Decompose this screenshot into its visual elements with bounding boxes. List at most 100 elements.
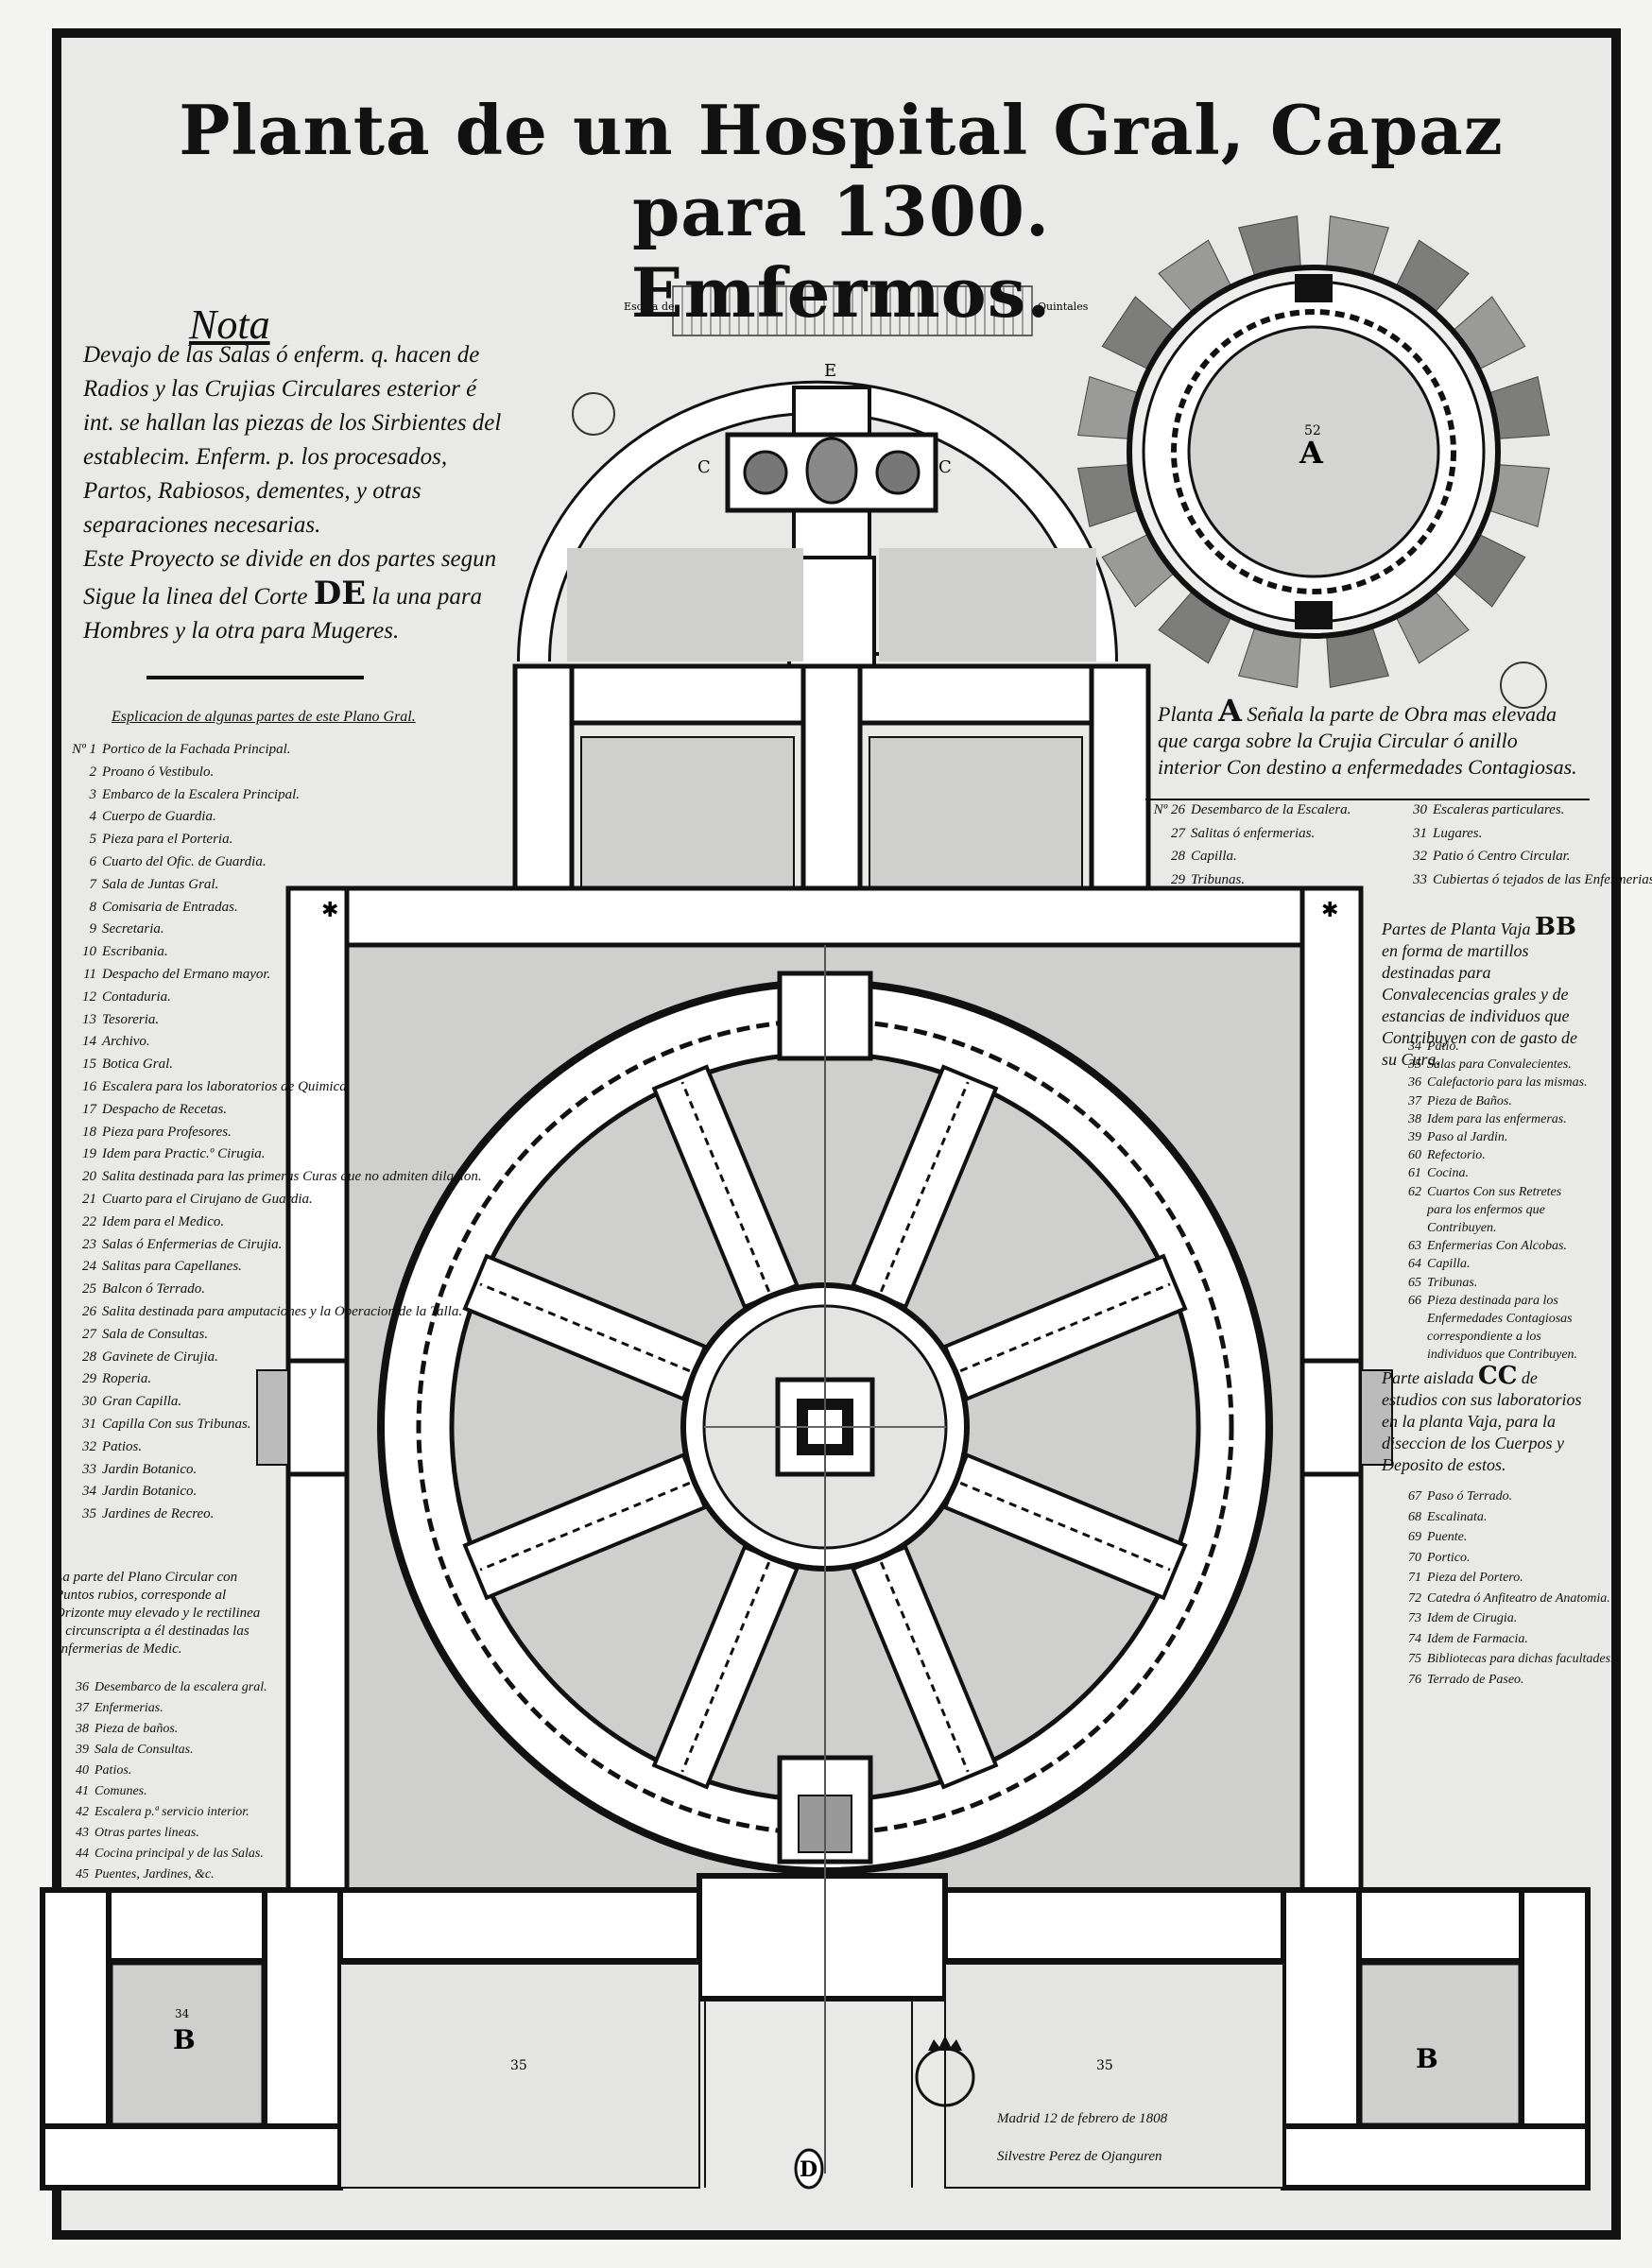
- star-right-icon: ✱: [1321, 899, 1338, 922]
- legend-text: Comisaria de Entradas.: [102, 899, 238, 915]
- legend-number: 41: [76, 1784, 89, 1798]
- legend-number: 74: [1408, 1631, 1421, 1646]
- legend-number: 27: [82, 1326, 96, 1342]
- legend-number: 30: [82, 1394, 96, 1410]
- bb-text: en forma de martillos destinadas para Co…: [1382, 941, 1577, 1069]
- legend-text: Enfermerias.: [95, 1701, 163, 1715]
- legend-text: Patios.: [102, 1438, 143, 1454]
- legend-number: 3: [89, 786, 97, 802]
- legend-number: 6: [89, 853, 97, 869]
- legend-number: 60: [1408, 1148, 1421, 1163]
- legend-text: Cuarto del Ofic. de Guardia.: [102, 853, 267, 869]
- nota-heading: Nota: [189, 301, 270, 348]
- legend-text: Idem para las enfermeras.: [1427, 1111, 1567, 1126]
- legend-number: 29: [82, 1371, 96, 1387]
- legend-number: 31: [1413, 825, 1427, 841]
- ward-wall: [680, 1561, 771, 1773]
- legend-number: 21: [82, 1191, 96, 1207]
- legend-text: Capilla.: [1427, 1257, 1471, 1272]
- cc-description: Parte aislada CC de estudios con sus lab…: [1382, 1364, 1590, 1476]
- legend-number: 33: [1413, 871, 1427, 887]
- scale-bar: Escala de Quintales: [624, 285, 1089, 336]
- legend-text: Comunes.: [95, 1784, 147, 1798]
- legend-item: 32 Patios.: [57, 1436, 293, 1459]
- legend-number: 37: [1408, 1093, 1421, 1108]
- legend-text: Otras partes lineas.: [95, 1826, 199, 1840]
- legend-text: Calefactorio para las mismas.: [1427, 1075, 1588, 1091]
- legend-item: 3 Embarco de la Escalera Principal.: [57, 784, 301, 807]
- label-e-top: E: [824, 361, 836, 381]
- legend-number: 9: [89, 921, 97, 937]
- bottom-building: B 34 B 35 35 D: [40, 945, 1591, 2191]
- legend-text: Pieza de Baños.: [1427, 1093, 1512, 1108]
- legend-text: Patio.: [1427, 1040, 1459, 1054]
- legend-text: Desembarco de la Escalera.: [1191, 802, 1351, 817]
- legend-text: Cuartos Con sus Retretes para los enferm…: [1427, 1184, 1562, 1236]
- ward-wall: [879, 1561, 970, 1773]
- legend-number: 43: [76, 1826, 89, 1840]
- label-34-left: 34: [175, 2007, 190, 2020]
- ward-wall: [479, 1282, 691, 1373]
- legend-number: 76: [1408, 1672, 1421, 1687]
- legend-number: 13: [82, 1011, 96, 1027]
- legend-text: Catedra ó Anfiteatro de Anatomia.: [1427, 1590, 1610, 1606]
- legend-number: 30: [1413, 802, 1427, 817]
- legend-number: 44: [76, 1847, 89, 1861]
- legend-text: Portico de la Fachada Principal.: [102, 742, 291, 757]
- legend-text: Pieza para el Porteria.: [102, 832, 233, 848]
- legend-text: Sala de Consultas.: [95, 1743, 194, 1757]
- legend-text: Embarco de la Escalera Principal.: [102, 786, 300, 802]
- legend-number: 42: [76, 1805, 89, 1819]
- legend-text: Salita destinada para amputaciones y la …: [102, 1303, 463, 1319]
- ward-wall: [680, 1081, 771, 1293]
- legend-number: 33: [82, 1461, 96, 1477]
- ward-wall: [479, 1481, 691, 1572]
- legend-number: 14: [82, 1034, 96, 1050]
- legend-item: 6 Cuarto del Ofic. de Guardia.: [57, 851, 293, 874]
- legend-text: Capilla.: [1191, 849, 1237, 864]
- legend-text: Refectorio.: [1427, 1148, 1486, 1163]
- legend-text: Cuarto para el Cirujano de Guardia.: [102, 1191, 313, 1207]
- legend-number: 4: [89, 809, 97, 825]
- legend-text: Puentes, Jardines, &c.: [95, 1867, 215, 1881]
- star-left-icon: ✱: [321, 899, 338, 922]
- legend-text: Puente.: [1427, 1530, 1468, 1544]
- cc-pre: Parte aislada: [1382, 1368, 1474, 1387]
- plan-a-description: Planta A Señala la parte de Obra mas ele…: [1158, 696, 1583, 781]
- legend-text: Pieza de baños.: [95, 1722, 179, 1736]
- nota-paragraph-1: Devajo de las Salas ó enferm. q. hacen d…: [83, 342, 502, 538]
- legend-number: 72: [1408, 1590, 1421, 1606]
- legend-text: Idem de Farmacia.: [1427, 1631, 1528, 1646]
- legend-number: 38: [1408, 1111, 1421, 1126]
- legend-text: Pieza para Profesores.: [102, 1124, 232, 1140]
- legend-number: 28: [82, 1349, 96, 1365]
- upper-building: [512, 663, 1151, 981]
- legend-number: 32: [82, 1438, 96, 1454]
- legend-number: 5: [89, 832, 97, 848]
